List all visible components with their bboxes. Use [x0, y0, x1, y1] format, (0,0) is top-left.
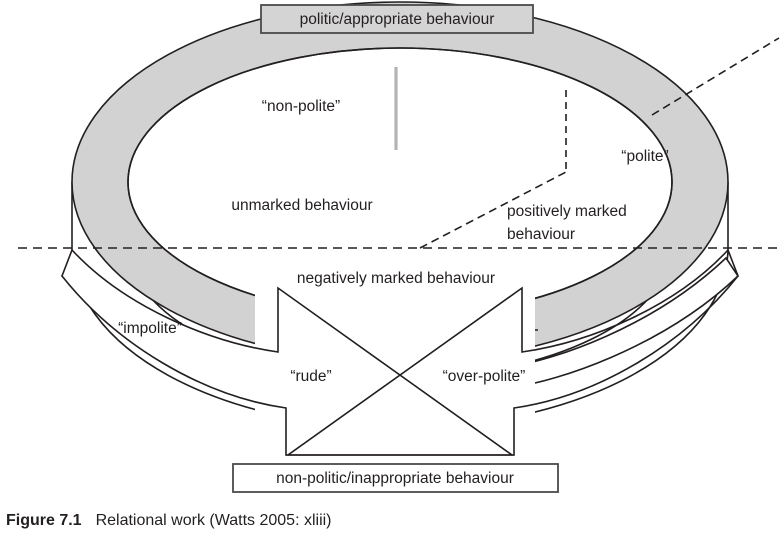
diagonal-dashed-ray-inner: [419, 171, 567, 249]
right-arrow-body: [285, 248, 739, 456]
figure-caption: Figure 7.1 Relational work (Watts 2005: x…: [6, 512, 332, 530]
label-over-polite: “over-polite”: [443, 368, 526, 385]
left-arrow-body: [61, 248, 515, 456]
label-negatively-marked-behaviour: negatively marked behaviour: [297, 270, 495, 287]
top-label-box[interactable]: [260, 4, 534, 34]
label-impolite: “impolite”: [118, 320, 182, 337]
figure-caption-number: Figure 7.1: [6, 512, 82, 529]
label-rude: “rude”: [290, 368, 331, 385]
label-polite: “polite”: [621, 148, 668, 165]
bottom-label-box[interactable]: [232, 463, 559, 493]
label-positively-marked-line1: positively marked: [507, 203, 627, 220]
label-positively-marked-line2: behaviour: [507, 226, 575, 243]
label-non-polite: “non-polite”: [262, 98, 340, 115]
figure-caption-text: Relational work (Watts 2005: xliii): [95, 512, 332, 529]
label-unmarked-behaviour: unmarked behaviour: [231, 197, 372, 214]
diagonal-dashed-ray-icon: [651, 37, 780, 116]
bottom-label-text: non-politic/inappropriate behaviour: [276, 470, 514, 487]
top-label-text: politic/appropriate behaviour: [300, 11, 495, 28]
